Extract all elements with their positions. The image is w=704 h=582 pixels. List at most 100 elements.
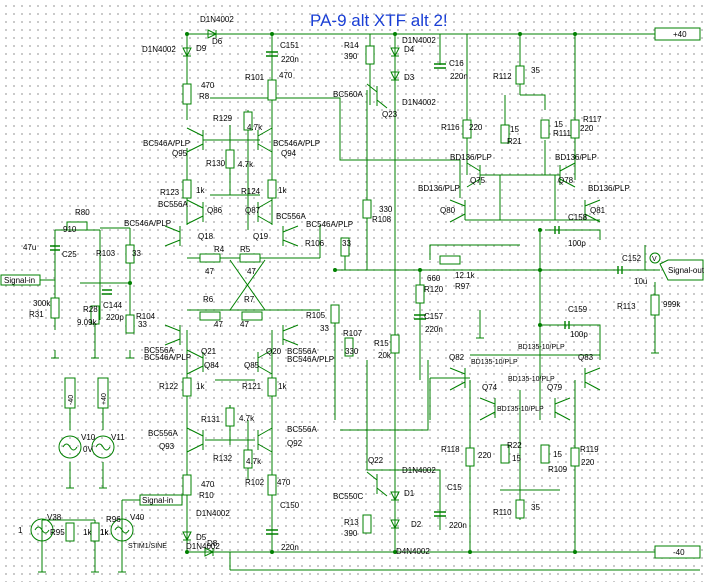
component-label-r95: R95 <box>50 528 65 537</box>
v38-label: V38 <box>47 513 62 522</box>
component-label-d4n4002: D4N4002 <box>396 547 430 556</box>
component-label-d1n4002_b: D1N4002 <box>196 509 230 518</box>
component-label-d8: D8 <box>207 539 218 548</box>
component-label-q80: Q80 <box>440 206 456 215</box>
component-label-r15v: 20k <box>378 351 392 360</box>
v40-label: V40 <box>130 513 145 522</box>
component-label-r4: R4 <box>214 245 225 254</box>
component-label-r8v: 470 <box>201 81 215 90</box>
component-label-d1n4002_d1: D1N4002 <box>402 466 436 475</box>
component-label-bc546a_l: BC546A/PLP <box>143 139 190 148</box>
component-label-q75: Q75 <box>470 176 486 185</box>
component-label-q86: Q86 <box>207 206 223 215</box>
component-label-bd136_1: BD136/PLP <box>450 153 492 162</box>
component-label-r28v: 9.09k <box>77 318 98 327</box>
component-label-r124: R124 <box>241 187 261 196</box>
pos-rail-vert-tag: +40 <box>101 393 108 405</box>
component-label-r131v: 4.7k <box>239 414 255 423</box>
component-label-c159: C159 <box>568 305 588 314</box>
component-label-r132v: 4.7k <box>246 457 262 466</box>
component-label-r110v: 35 <box>531 503 540 512</box>
grounds <box>38 330 659 573</box>
component-label-r111v: 15 <box>554 120 563 129</box>
component-label-r97: R97 <box>455 282 470 291</box>
component-label-q19: Q19 <box>253 232 269 241</box>
wires <box>40 33 700 571</box>
component-label-c144v: 220p <box>106 313 124 322</box>
component-label-d1n4002_d4: D1N4002 <box>402 36 436 45</box>
component-label-q83: Q83 <box>578 353 594 362</box>
component-label-r109v: 15 <box>553 450 562 459</box>
component-label-r117: R117 <box>583 115 602 124</box>
component-label-bd136_3: BD136/PLP <box>418 184 460 193</box>
component-label-c158: C158 <box>568 213 588 222</box>
component-label-r15: R15 <box>374 339 389 348</box>
rail-neg-label: -40 <box>673 548 685 557</box>
component-label-r123v: 1k <box>196 186 205 195</box>
component-label-r96: R96 <box>106 515 121 524</box>
component-label-r119v: 220 <box>581 458 595 467</box>
component-label-r6: R6 <box>203 295 214 304</box>
component-label-r119: R119 <box>580 445 599 454</box>
component-label-r129: R129 <box>213 114 233 123</box>
component-label-q87: Q87 <box>245 206 261 215</box>
component-label-r108v: 330 <box>379 205 393 214</box>
component-label-c144: C144 <box>103 301 123 310</box>
component-label-r5v: 47 <box>247 267 256 276</box>
component-label-q78: Q78 <box>558 176 574 185</box>
component-label-r107: R107 <box>343 329 363 338</box>
component-label-bc556a_5: BC556A <box>148 429 178 438</box>
component-label-bd136_4: BD136/PLP <box>588 184 630 193</box>
component-label-bd135_1: BD135-10/PLP <box>471 359 518 366</box>
signal-in-port: Signal-in <box>4 276 35 285</box>
component-label-bd135_2: BD135-10/PLP <box>497 406 544 413</box>
component-label-r10v: 470 <box>201 480 215 489</box>
component-label-r28: R28 <box>83 305 98 314</box>
component-label-r118: R118 <box>441 445 460 454</box>
component-label-r13v: 390 <box>344 529 358 538</box>
voltage-sources <box>30 377 134 542</box>
component-label-bd135_4: BD135-10/PLP <box>518 344 565 351</box>
resistors <box>50 45 660 542</box>
component-label-r124v: 1k <box>278 186 287 195</box>
component-label-r80v: 910 <box>63 225 77 234</box>
component-label-c158v: 100p <box>568 239 586 248</box>
diodes <box>182 29 400 557</box>
component-label-r130: R130 <box>206 159 226 168</box>
component-label-r107v: 330 <box>345 347 359 356</box>
component-label-c25: C25 <box>62 250 77 259</box>
component-label-q94: Q94 <box>281 149 297 158</box>
component-label-bc546_q18: BC546A/PLP <box>124 219 171 228</box>
component-label-r113v: 999k <box>663 300 681 309</box>
rail-pos-label: +40 <box>673 30 687 39</box>
component-label-r101: R101 <box>245 73 265 82</box>
component-label-c15v: 220n <box>449 521 467 530</box>
component-label-r10: R10 <box>199 491 214 500</box>
component-label-r104: R104 <box>136 312 156 321</box>
component-label-bc556a_3: BC556A <box>144 346 174 355</box>
junctions <box>128 32 577 554</box>
component-label-r7: R7 <box>244 295 255 304</box>
component-label-r117v: 220 <box>580 124 594 133</box>
component-label-r21: R21 <box>507 137 522 146</box>
component-label-r5: R5 <box>240 245 251 254</box>
probe-label: V <box>652 256 657 263</box>
component-label-bc546a_r: BC546A/PLP <box>273 139 320 148</box>
component-label-c150: C150 <box>280 501 300 510</box>
component-label-q18: Q18 <box>198 232 214 241</box>
component-label-q85: Q85 <box>244 361 260 370</box>
component-label-r101v: 470 <box>279 71 293 80</box>
component-label-q74: Q74 <box>482 383 498 392</box>
component-label-r121: R121 <box>242 382 262 391</box>
component-label-r122v: 1k <box>196 382 205 391</box>
transistors <box>164 83 601 497</box>
component-label-r121v: 1k <box>278 382 287 391</box>
component-label-d1n4002_top: D1N4002 <box>200 15 234 24</box>
component-label-stim: STIM1/SINE <box>128 543 167 550</box>
v11-label: V11 <box>111 433 125 442</box>
component-label-r31v: 300k <box>33 299 51 308</box>
component-label-r110: R110 <box>493 508 512 517</box>
component-label-r113: R113 <box>617 302 636 311</box>
